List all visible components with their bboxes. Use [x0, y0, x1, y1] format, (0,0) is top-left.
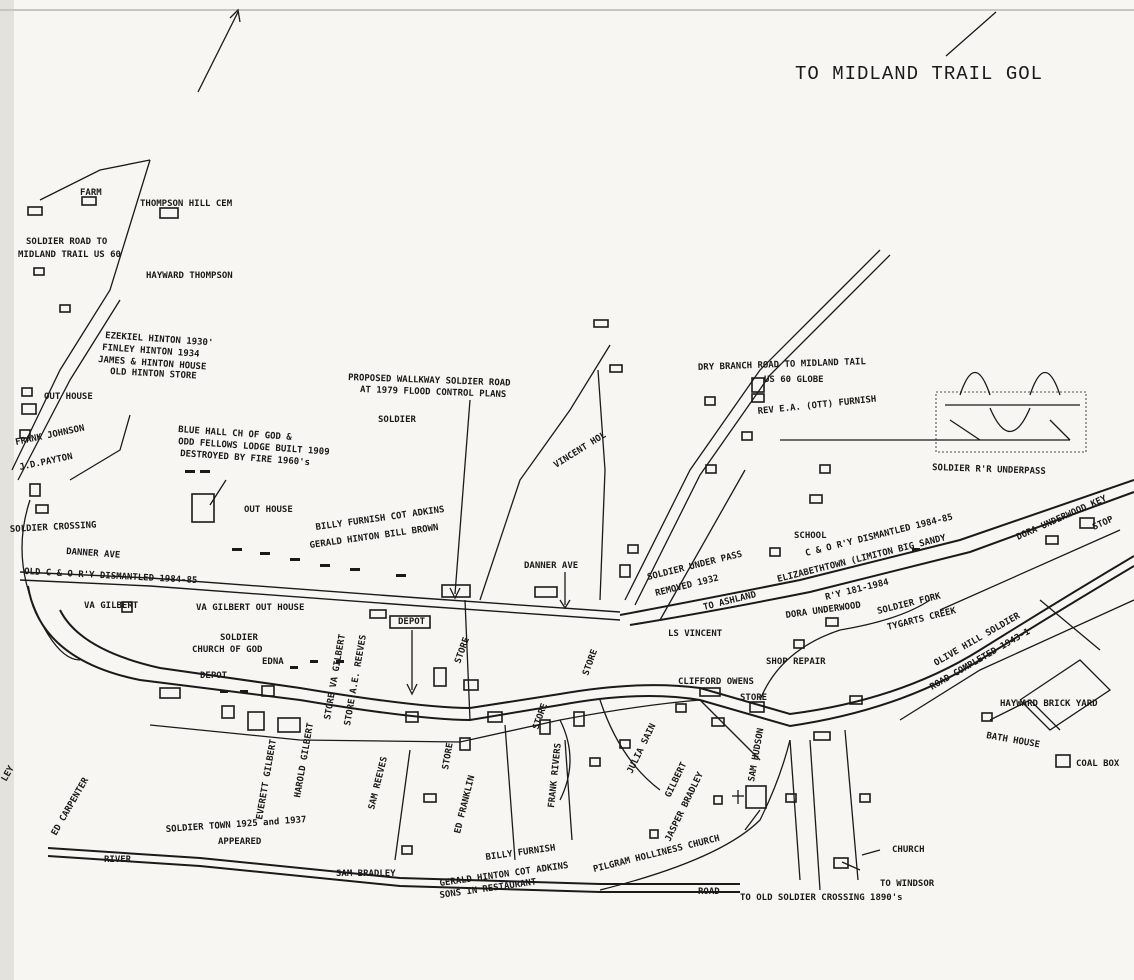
label-coal-box: COAL BOX	[1076, 759, 1120, 769]
label-depot: DEPOT	[398, 617, 426, 627]
label-school: SCHOOL	[794, 531, 827, 541]
label-danner-ave: DANNER AVE	[524, 561, 578, 571]
label-soldier-road: SOLDIER ROAD TO	[26, 237, 108, 247]
label-va-gilbert-2: VA GILBERT OUT HOUSE	[196, 603, 304, 613]
label-midland-trail: MIDLAND TRAIL US 60	[18, 250, 121, 260]
label-to-windsor: TO WINDSOR	[880, 879, 935, 889]
label-ls-vincent: LS VINCENT	[668, 629, 723, 639]
church-cross	[732, 790, 744, 804]
map-title: TO MIDLAND TRAIL GOL	[795, 63, 1043, 85]
label-church-of-god: CHURCH OF GOD	[192, 645, 263, 655]
label-farm: FARM	[80, 188, 102, 198]
label-us60-globe: US 60 GLOBE	[764, 375, 824, 385]
label-danner-ave-left: DANNER AVE	[66, 547, 121, 561]
label-soldier-church: SOLDIER	[220, 633, 259, 643]
north-arrows	[197, 8, 997, 93]
label-clifford-owens: CLIFFORD OWENS	[678, 677, 754, 687]
label-old-soldier-crossing: TO OLD SOLDIER CROSSING 1890's	[740, 893, 903, 903]
pointer-arrows	[209, 399, 881, 871]
label-out-house-2: OUT HOUSE	[244, 505, 293, 515]
label-edna: EDNA	[262, 657, 284, 667]
label-soldier: SOLDIER	[378, 415, 417, 425]
label-church-right: CHURCH	[892, 845, 925, 855]
label-old-hinton-store: OLD HINTON STORE	[110, 367, 197, 382]
label-va-gilbert-1: VA GILBERT	[84, 601, 139, 611]
label-soldier-rr-underpass: SOLDIER R'R UNDERPASS	[932, 463, 1046, 477]
label-depot-short: DEPOT	[200, 671, 228, 681]
label-out-house-1: OUT HOUSE	[44, 392, 93, 402]
label-appeared: APPEARED	[218, 837, 262, 847]
label-thompson-hill-cem: THOMPSON HILL CEM	[140, 199, 233, 209]
underpass-sketch	[935, 372, 1087, 453]
label-shop-repair: SHOP REPAIR	[766, 657, 826, 667]
label-road-bottom: ROAD	[698, 887, 720, 897]
label-store-1: STORE	[740, 693, 767, 703]
roads	[11, 159, 1134, 893]
label-river: RIVER	[104, 855, 132, 865]
label-hayward-brick-yard: HAYWARD BRICK YARD	[1000, 699, 1098, 709]
label-hayward-thompson: HAYWARD THOMPSON	[146, 271, 233, 281]
label-soldier-crossing: SOLDIER CROSSING	[10, 520, 97, 535]
buildings	[19, 196, 1095, 869]
label-sam-bradley: SAM BRADLEY	[336, 869, 396, 879]
page-edge-left	[0, 0, 14, 980]
label-store-2: STORE	[441, 742, 456, 770]
